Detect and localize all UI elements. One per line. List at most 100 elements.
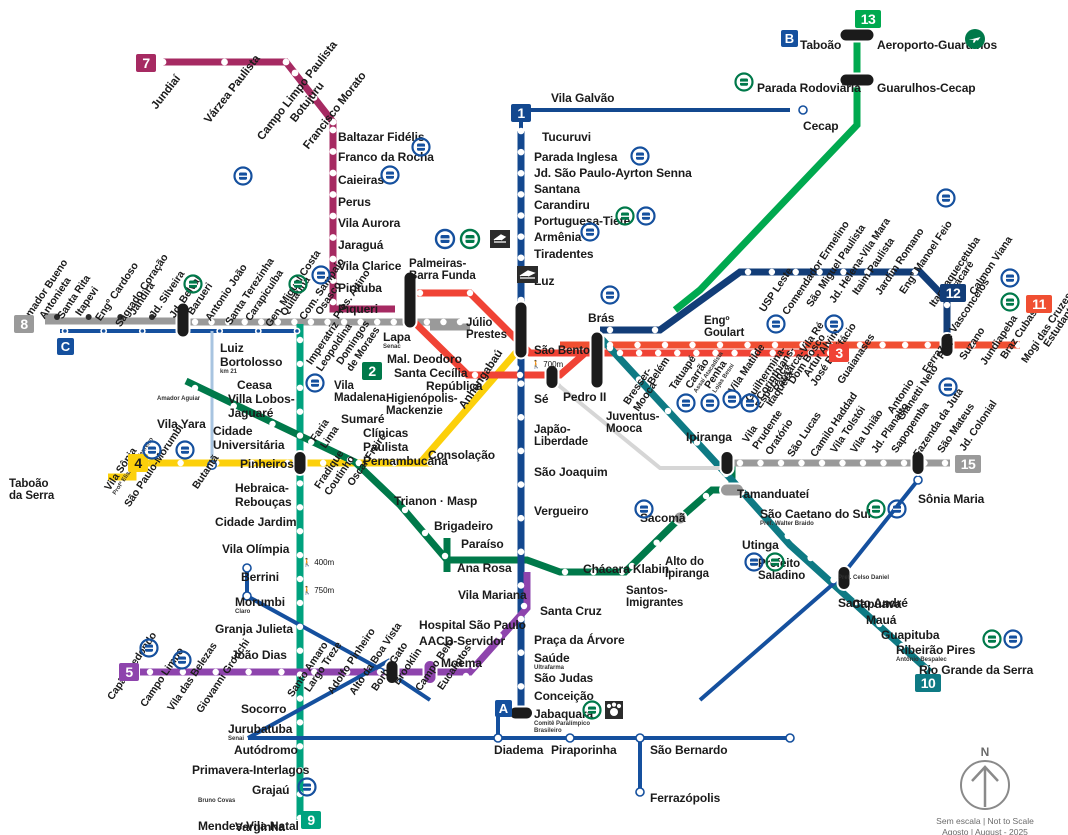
- interchange-marker[interactable]: [838, 72, 876, 88]
- station-dot[interactable]: [296, 432, 304, 439]
- interchange-marker[interactable]: [384, 659, 400, 685]
- line-badge-5[interactable]: 5: [119, 663, 139, 681]
- station-label[interactable]: São Judas: [534, 671, 593, 685]
- station-label[interactable]: Pedro II: [563, 390, 606, 404]
- station-dot[interactable]: [311, 668, 318, 676]
- station-dot[interactable]: [651, 326, 659, 334]
- station-dot[interactable]: [664, 407, 672, 415]
- station-label[interactable]: Mal. Deodoro: [387, 352, 462, 366]
- station-dot[interactable]: [768, 268, 776, 276]
- station-dot[interactable]: [284, 459, 291, 467]
- station-dot[interactable]: [517, 191, 525, 198]
- station-dot[interactable]: [432, 454, 440, 462]
- station-dot[interactable]: [635, 787, 645, 797]
- station-label[interactable]: Cecap: [803, 119, 839, 133]
- station-dot[interactable]: [216, 327, 224, 335]
- station-label[interactable]: Diadema: [494, 743, 543, 757]
- station-dot[interactable]: [100, 327, 108, 335]
- station-label[interactable]: Vila Galvão: [551, 91, 614, 105]
- station-label[interactable]: Mauá: [866, 613, 896, 627]
- station-dot[interactable]: [744, 268, 752, 276]
- station-dot[interactable]: [792, 268, 799, 276]
- station-label[interactable]: Jd. São Paulo-Ayrton Senna: [534, 166, 692, 180]
- station-label[interactable]: Trianon · Masp: [394, 494, 477, 508]
- line-badge-7[interactable]: 7: [136, 54, 156, 72]
- station-dot[interactable]: [296, 408, 304, 415]
- station-dot[interactable]: [191, 384, 199, 392]
- station-dot[interactable]: [716, 341, 724, 349]
- station-dot[interactable]: [296, 767, 304, 774]
- station-dot[interactable]: [296, 743, 304, 750]
- station-dot[interactable]: [426, 371, 434, 379]
- station-dot[interactable]: [635, 733, 645, 743]
- station-dot[interactable]: [357, 318, 364, 326]
- station-label[interactable]: Jaraguá: [338, 238, 383, 252]
- line-badge-15[interactable]: 15: [955, 455, 981, 473]
- station-dot[interactable]: [340, 318, 348, 326]
- station-label[interactable]: Granja Julieta: [215, 622, 293, 636]
- station-dot[interactable]: [750, 349, 757, 357]
- station-label[interactable]: Capuava: [852, 597, 901, 611]
- interchange-marker[interactable]: [719, 482, 745, 498]
- station-dot[interactable]: [941, 459, 949, 467]
- station-label[interactable]: Guarulhos-Cecap: [877, 81, 976, 95]
- station-dot[interactable]: [771, 341, 779, 349]
- station-label[interactable]: Caieiras: [338, 173, 384, 187]
- interchange-marker[interactable]: [672, 510, 688, 526]
- station-dot[interactable]: [635, 349, 643, 357]
- station-dot[interactable]: [61, 327, 69, 335]
- interchange-marker[interactable]: [422, 659, 438, 685]
- station-label[interactable]: Varginha: [235, 820, 285, 834]
- line-badge-8[interactable]: 8: [14, 315, 34, 333]
- station-dot[interactable]: [777, 459, 785, 467]
- station-dot[interactable]: [138, 327, 146, 335]
- station-dot[interactable]: [230, 402, 237, 410]
- station-dot[interactable]: [376, 668, 384, 676]
- station-label[interactable]: República: [426, 379, 483, 393]
- station-label[interactable]: Cidade Jardim: [215, 515, 297, 529]
- station-dot[interactable]: [296, 575, 304, 583]
- station-dot[interactable]: [785, 733, 795, 743]
- station-label[interactable]: Sé: [534, 392, 549, 406]
- station-dot[interactable]: [296, 623, 304, 630]
- station-dot[interactable]: [517, 413, 525, 421]
- station-label[interactable]: Sumaré: [341, 412, 385, 426]
- station-label[interactable]: Vila Olímpia: [222, 542, 289, 556]
- station-label[interactable]: Rio Grande da Serra: [919, 663, 1033, 677]
- station-dot[interactable]: [440, 318, 447, 326]
- station-label[interactable]: Vila Aurora: [338, 216, 400, 230]
- station-dot[interactable]: [242, 563, 252, 573]
- station-label[interactable]: Socorro: [241, 702, 286, 716]
- station-label[interactable]: Clínicas: [363, 426, 408, 440]
- station-dot[interactable]: [653, 539, 660, 546]
- station-dot[interactable]: [456, 318, 464, 326]
- station-label[interactable]: Ferrazópolis: [650, 791, 720, 805]
- station-dot[interactable]: [840, 268, 847, 276]
- station-dot[interactable]: [471, 371, 479, 379]
- station-label[interactable]: Armênia: [534, 230, 581, 244]
- station-dot[interactable]: [291, 69, 299, 77]
- station-dot[interactable]: [517, 615, 525, 623]
- station-dot[interactable]: [517, 582, 525, 589]
- line-badge-9[interactable]: 9: [301, 811, 321, 829]
- station-dot[interactable]: [254, 327, 262, 335]
- interchange-marker[interactable]: [402, 270, 418, 330]
- station-dot[interactable]: [308, 438, 315, 446]
- station-label[interactable]: Pinheiros: [240, 457, 294, 471]
- station-dot[interactable]: [816, 268, 823, 276]
- station-dot[interactable]: [423, 318, 431, 326]
- station-dot[interactable]: [324, 318, 331, 326]
- station-label[interactable]: Vila Clarice: [338, 259, 401, 273]
- line-badge-12[interactable]: 12: [940, 284, 966, 302]
- station-dot[interactable]: [296, 599, 304, 607]
- station-label[interactable]: Pirituba: [338, 281, 382, 295]
- station-dot[interactable]: [329, 191, 337, 198]
- station-label[interactable]: São Bento: [534, 345, 590, 357]
- station-label[interactable]: Higienópolis-Mackenzie: [386, 393, 458, 417]
- station-dot[interactable]: [459, 424, 466, 432]
- station-label[interactable]: Vergueiro: [534, 504, 589, 518]
